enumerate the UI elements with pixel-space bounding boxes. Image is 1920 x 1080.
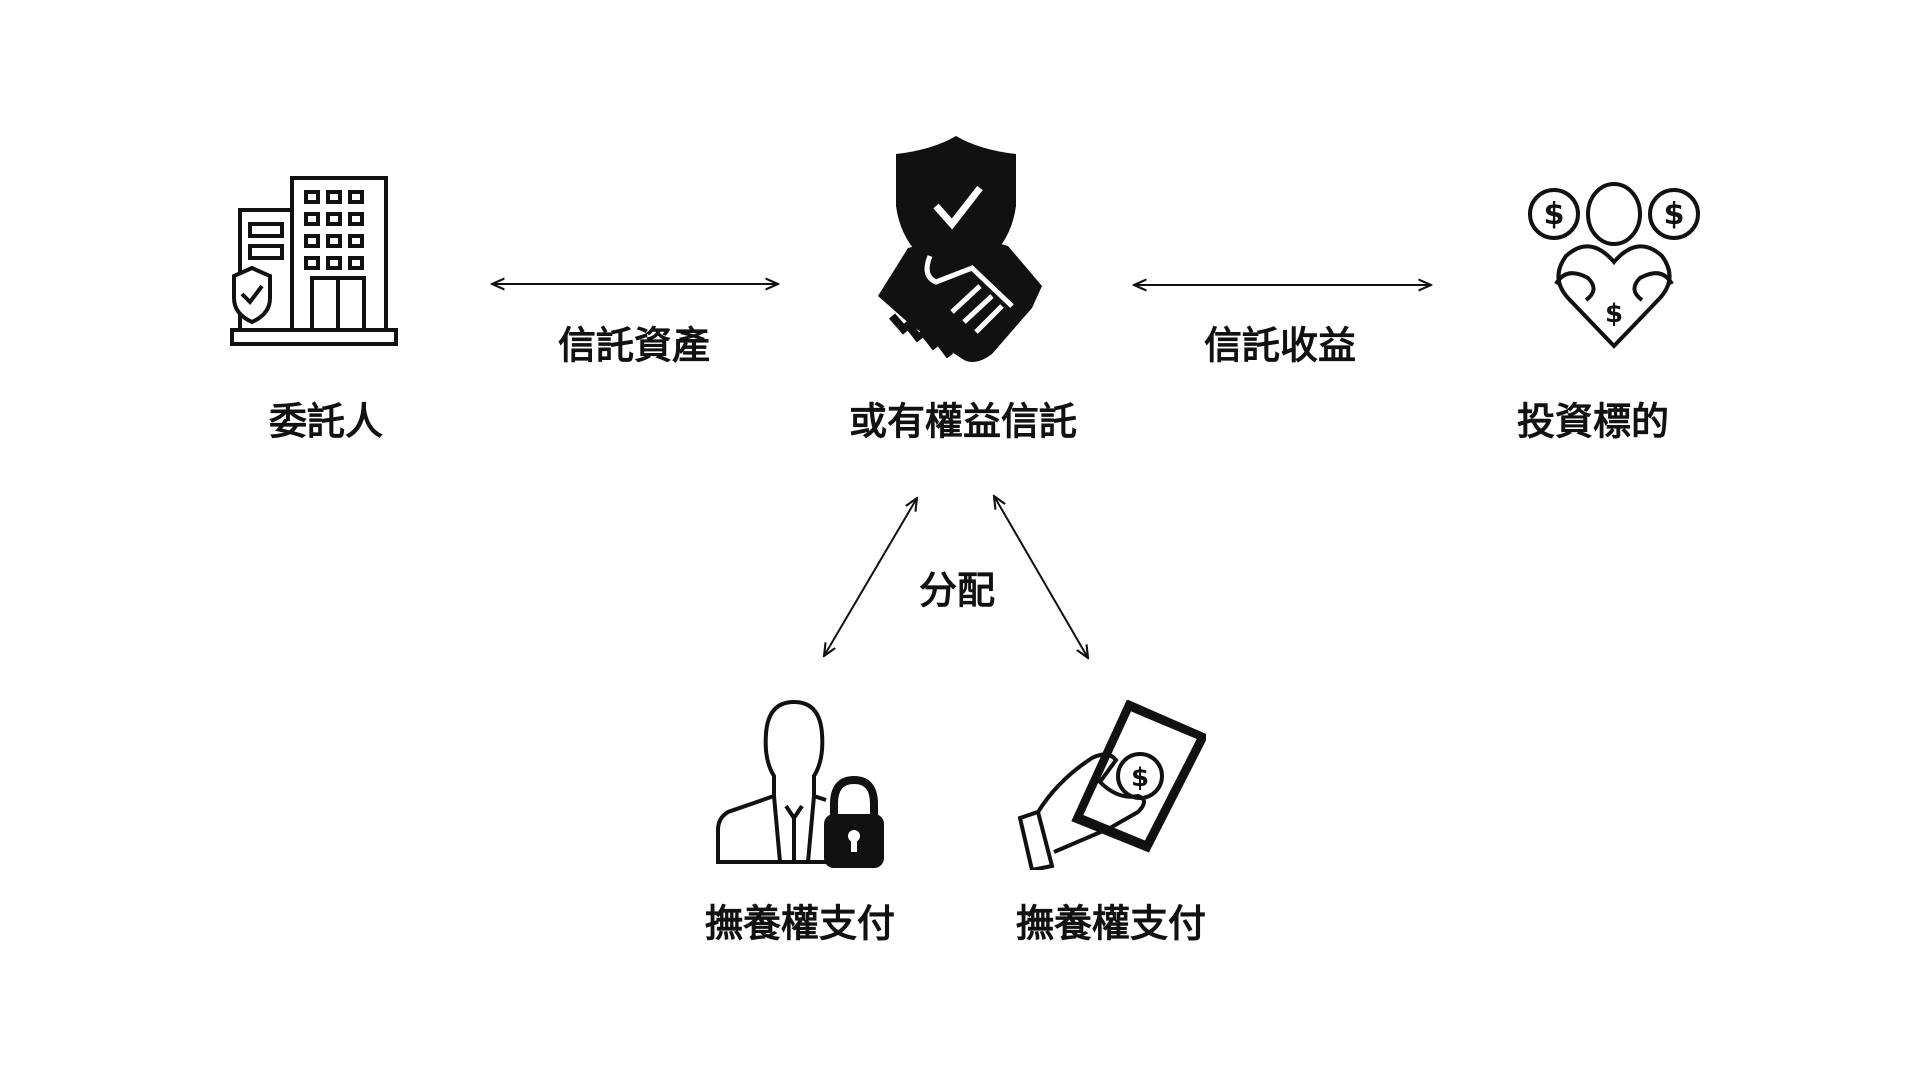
beneficiary-left-label: 撫養權支付	[704, 901, 896, 946]
edge-label-trust-income: 信託收益	[1203, 323, 1357, 368]
investment-label: 投資標的	[1516, 399, 1670, 444]
arrow-trust-beneficiary-left	[824, 498, 917, 656]
businessman-lock-icon	[716, 700, 884, 868]
svg-text:$: $	[1544, 197, 1565, 232]
settlor-label: 委託人	[268, 399, 384, 444]
svg-text:$: $	[1605, 299, 1623, 329]
svg-text:$: $	[1131, 763, 1149, 793]
person-heart-dollar-icon: $ $ $	[1528, 182, 1700, 349]
beneficiary-right-label: 撫養權支付	[1015, 901, 1207, 946]
svg-text:$: $	[1664, 197, 1685, 232]
edge-label-distribution: 分配	[918, 568, 996, 613]
arrow-trust-beneficiary-right	[994, 496, 1088, 658]
trust-label: 或有權益信託	[848, 399, 1078, 444]
shield-handshake-icon	[878, 136, 1042, 362]
edge-label-trust-assets: 信託資產	[557, 323, 711, 368]
hand-money-icon: $	[1018, 700, 1206, 870]
building-shield-icon	[230, 176, 398, 346]
